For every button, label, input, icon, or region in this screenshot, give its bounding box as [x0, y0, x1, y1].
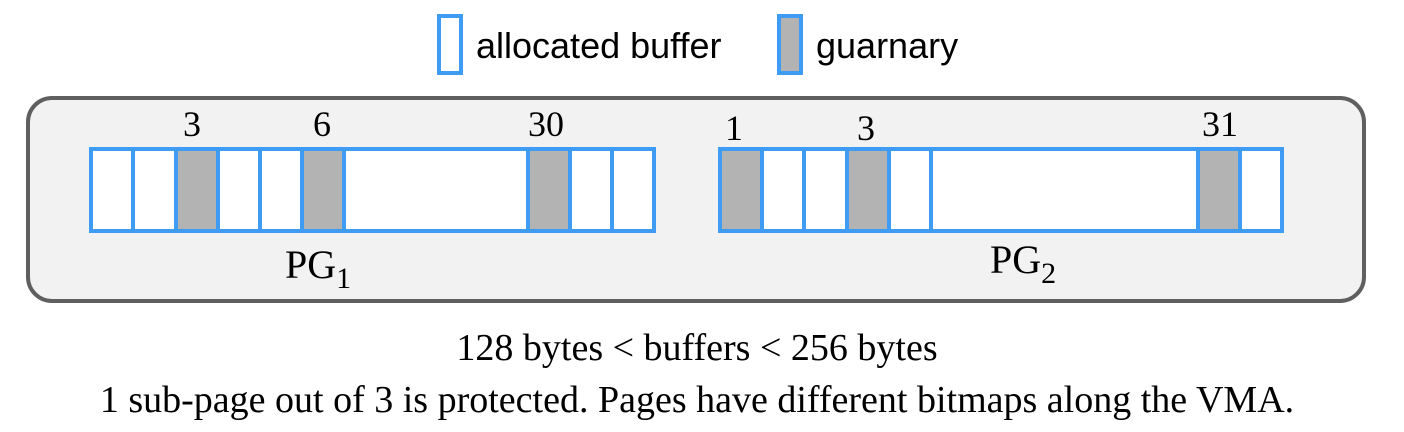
page-2: 1 3 31 PG2 — [718, 104, 1284, 290]
page-2-title: PG2 — [990, 237, 1056, 290]
page-1-guard-label-c: 30 — [528, 104, 564, 144]
legend-guard-swatch — [777, 14, 803, 75]
page-1-slot-32 — [610, 147, 656, 233]
page-2-guard-label-b: 3 — [857, 108, 875, 148]
page-1-slot-5 — [258, 147, 304, 233]
page-2-slot-5 — [887, 147, 933, 233]
page-1-guard-6 — [300, 147, 346, 233]
legend-allocated-swatch — [437, 14, 463, 75]
page-2-slot-3 — [802, 147, 849, 233]
page-2-title-subscript: 2 — [1041, 257, 1056, 290]
page-2-guard-3 — [845, 147, 891, 233]
page-2-guard-label-c: 31 — [1202, 104, 1238, 144]
page-1-title-subscript: 1 — [336, 262, 351, 295]
caption-line-1: 128 bytes < buffers < 256 bytes — [456, 327, 937, 369]
page-1-slot-31 — [568, 147, 614, 233]
page-1-slot-2 — [131, 147, 178, 233]
page-1-title-name: PG — [285, 242, 336, 287]
page-1-guard-3 — [174, 147, 220, 233]
page-1-slot-4 — [216, 147, 262, 233]
legend-guard-label: guarnary — [816, 25, 958, 66]
legend-allocated-label: allocated buffer — [476, 25, 722, 66]
caption-line-2: 1 sub-page out of 3 is protected. Pages … — [100, 379, 1294, 421]
page-2-title-name: PG — [990, 237, 1041, 282]
page-2-slot-32 — [1238, 147, 1284, 233]
page-1-guard-30 — [526, 147, 572, 233]
page-1: 3 6 30 PG1 — [89, 104, 656, 295]
page-2-slot-2 — [760, 147, 806, 233]
page-1-guard-label-b: 6 — [313, 104, 331, 144]
page-2-guard-1 — [718, 147, 764, 233]
legend: allocated buffer guarnary — [437, 14, 958, 75]
page-1-slot-1 — [89, 147, 135, 233]
page-2-guard-label-a: 1 — [725, 108, 743, 148]
page-1-guard-label-a: 3 — [183, 104, 201, 144]
page-1-title: PG1 — [285, 242, 351, 295]
page-2-guard-31 — [1196, 147, 1242, 233]
